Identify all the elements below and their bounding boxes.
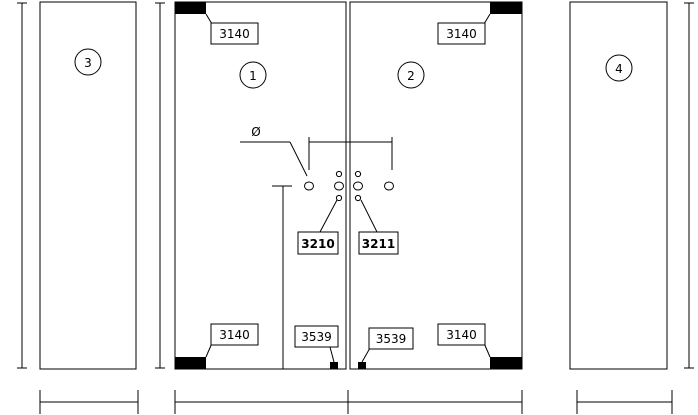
svg-text:3140: 3140 <box>219 328 250 342</box>
dimension-width-panel-4 <box>576 390 673 414</box>
handle-holes <box>304 170 394 202</box>
panel-number-2: 2 <box>397 61 425 89</box>
hole <box>304 181 314 191</box>
svg-text:3211: 3211 <box>362 237 395 251</box>
door-panel-2 <box>349 1 523 370</box>
dimension-height-left <box>17 2 27 369</box>
dimension-height-right <box>684 2 694 369</box>
hinge-bottom-left <box>175 357 206 369</box>
diameter-callout: Ø <box>240 125 308 177</box>
glass-panel-3 <box>39 1 137 370</box>
label-hinge-bottom-right: 3140 <box>437 323 486 346</box>
svg-text:3140: 3140 <box>446 328 477 342</box>
panel-number-3: 3 <box>74 48 102 76</box>
svg-text:3539: 3539 <box>301 330 332 344</box>
hole <box>353 181 363 191</box>
svg-text:3: 3 <box>84 56 92 70</box>
hole-small <box>335 194 343 202</box>
svg-text:1: 1 <box>249 69 257 83</box>
label-lock-left: 3539 <box>294 325 339 348</box>
hole-small <box>335 170 343 178</box>
hole-small <box>354 194 362 202</box>
label-hinge-top-right: 3140 <box>437 22 486 45</box>
dimension-width-panel-3 <box>39 390 139 414</box>
hinge-bottom-right <box>490 357 522 369</box>
hole <box>334 181 344 191</box>
svg-text:4: 4 <box>615 62 623 76</box>
hinge-top-right <box>490 2 522 14</box>
svg-text:2: 2 <box>407 69 415 83</box>
label-hinge-bottom-left: 3140 <box>210 323 259 346</box>
label-handle-right: 3211 <box>358 231 399 255</box>
svg-text:3140: 3140 <box>446 27 477 41</box>
label-handle-left: 3210 <box>297 231 339 255</box>
door-panel-1 <box>174 1 347 370</box>
svg-text:3539: 3539 <box>376 332 407 346</box>
label-lock-right: 3539 <box>368 327 414 350</box>
svg-text:Ø: Ø <box>251 125 260 139</box>
hole <box>384 181 394 191</box>
dimension-hole-spacing <box>308 137 393 170</box>
hole-small <box>354 170 362 178</box>
dimension-width-doors <box>174 390 523 414</box>
dimension-height-center <box>155 2 165 369</box>
svg-text:3140: 3140 <box>219 27 250 41</box>
lock-right <box>358 362 366 369</box>
glass-panel-4 <box>569 1 668 370</box>
lock-left <box>330 362 338 369</box>
panel-number-1: 1 <box>239 61 267 89</box>
panel-number-4: 4 <box>605 54 633 82</box>
svg-text:3210: 3210 <box>301 237 334 251</box>
dimension-handle-height <box>272 185 292 369</box>
hinge-top-left <box>175 2 206 14</box>
label-hinge-top-left: 3140 <box>210 22 259 45</box>
